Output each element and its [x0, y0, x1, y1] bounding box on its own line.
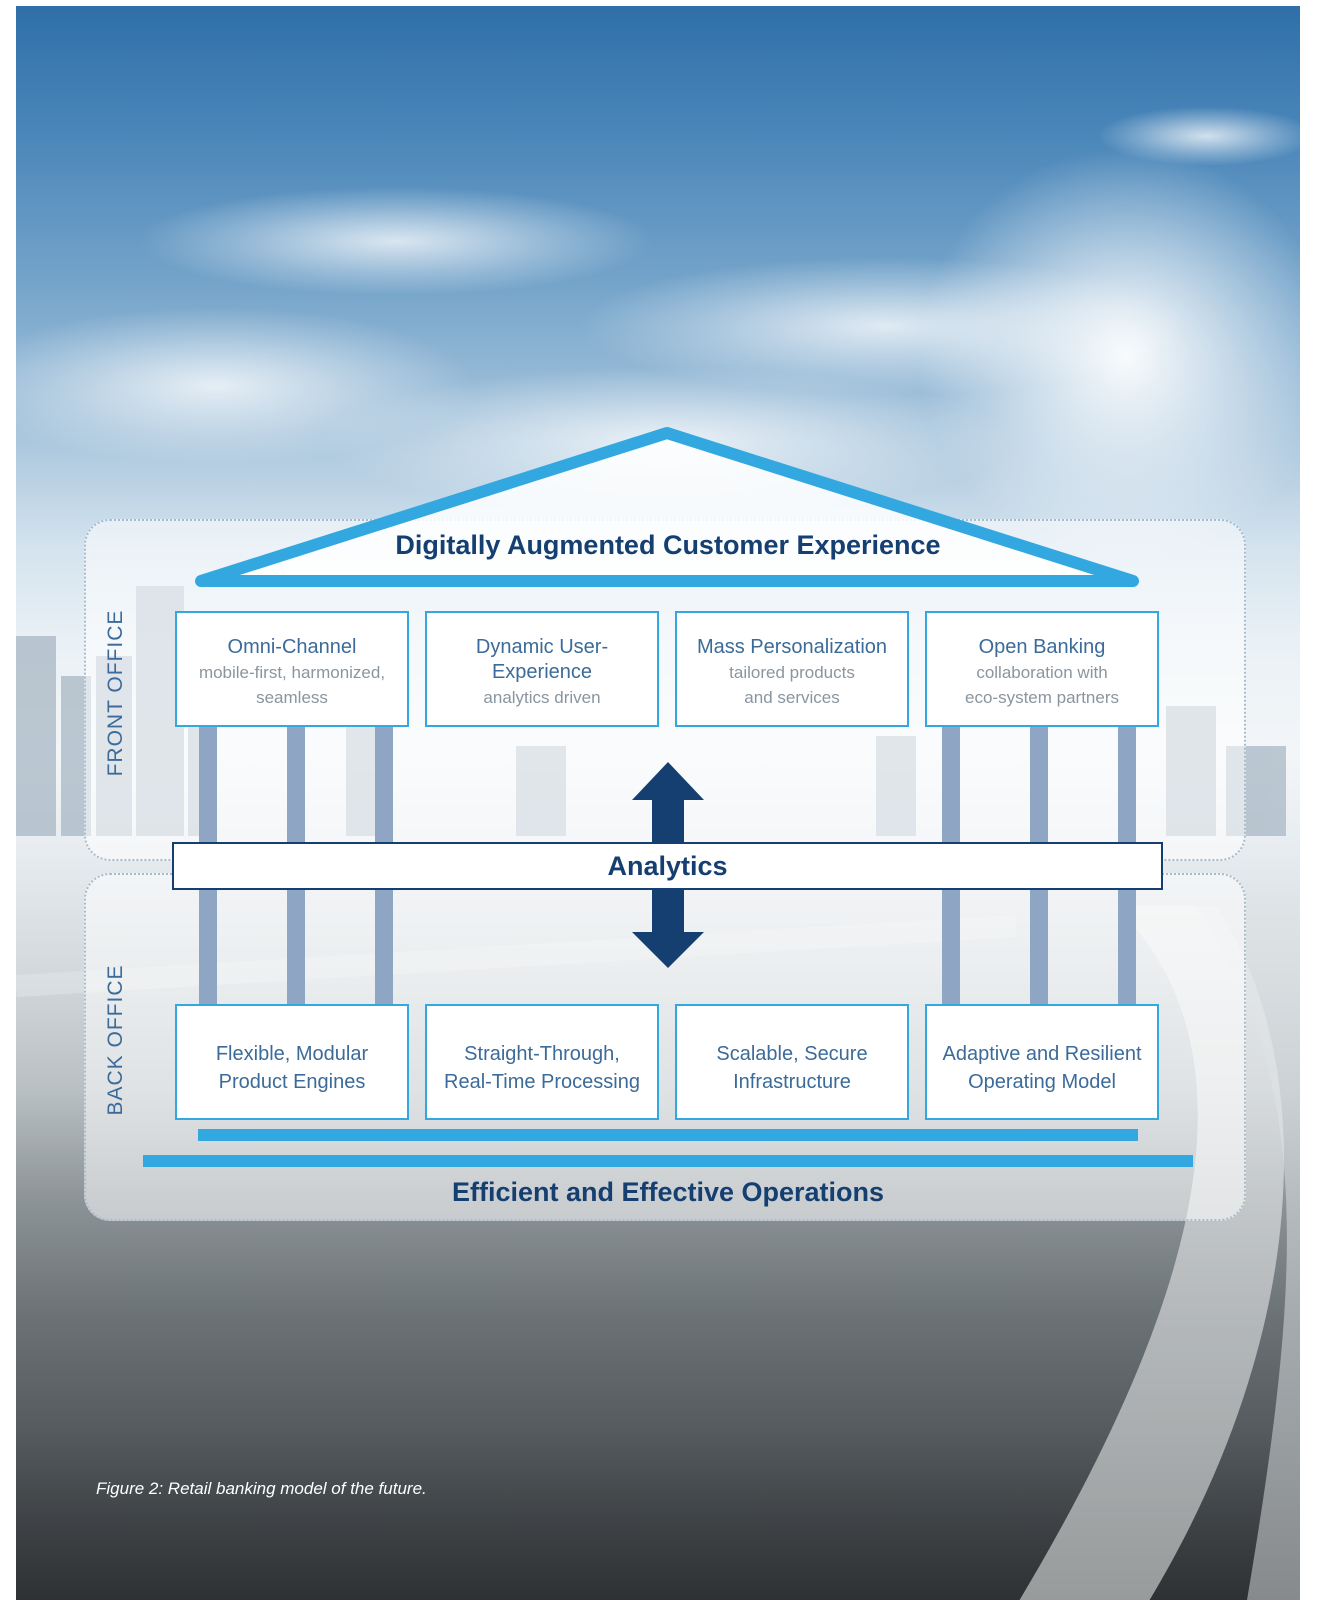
roof-title: Digitally Augmented Customer Experience: [395, 530, 941, 560]
figure-caption: Figure 2: Retail banking model of the fu…: [96, 1479, 427, 1498]
box-subtitle: and services: [744, 688, 840, 707]
arrow-down-icon: [632, 890, 704, 968]
foundation-title: Efficient and Effective Operations: [451, 1177, 885, 1207]
back-box-processing: Straight-Through, Real-Time Processing: [425, 1004, 659, 1120]
cloud: [1096, 106, 1300, 166]
box-subtitle: tailored products: [729, 663, 855, 682]
box-subtitle: analytics driven: [483, 688, 601, 707]
box-subtitle: mobile-first, harmonized,: [198, 663, 386, 682]
box-line: Straight-Through,: [464, 1043, 620, 1065]
front-box-mass-personalization: Mass Personalization tailored products a…: [675, 611, 909, 727]
box-title: Mass Personalization: [696, 636, 888, 658]
box-title: Dynamic User-Experience: [475, 636, 609, 683]
box-line: Scalable, Secure: [716, 1043, 868, 1065]
box-line: Infrastructure: [733, 1071, 851, 1093]
box-line: Flexible, Modular: [215, 1043, 369, 1065]
arrow-up-icon: [632, 762, 704, 842]
foundation-step-upper: [198, 1129, 1138, 1141]
box-title: Open Banking: [978, 636, 1106, 658]
front-box-open-banking: Open Banking collaboration with eco-syst…: [925, 611, 1159, 727]
front-box-dynamic-user-experience: Dynamic User-Experience analytics driven: [425, 611, 659, 727]
box-subtitle: eco-system partners: [965, 688, 1119, 707]
analytics-bar: Analytics: [172, 842, 1163, 890]
back-box-infrastructure: Scalable, Secure Infrastructure: [675, 1004, 909, 1120]
front-box-omni-channel: Omni-Channel mobile-first, harmonized, s…: [175, 611, 409, 727]
cloud: [136, 186, 656, 296]
box-line: Product Engines: [218, 1071, 366, 1093]
back-box-product-engines: Flexible, Modular Product Engines: [175, 1004, 409, 1120]
foundation-step-lower: [143, 1155, 1193, 1167]
box-line: Real-Time Processing: [444, 1071, 640, 1093]
box-line: Adaptive and Resilient: [942, 1043, 1142, 1065]
box-subtitle: seamless: [256, 688, 328, 707]
box-line: Operating Model: [968, 1071, 1116, 1093]
box-title: Omni-Channel: [227, 636, 357, 658]
back-box-operating-model: Adaptive and Resilient Operating Model: [925, 1004, 1159, 1120]
box-subtitle: collaboration with: [976, 663, 1108, 682]
analytics-label: Analytics: [607, 850, 728, 881]
